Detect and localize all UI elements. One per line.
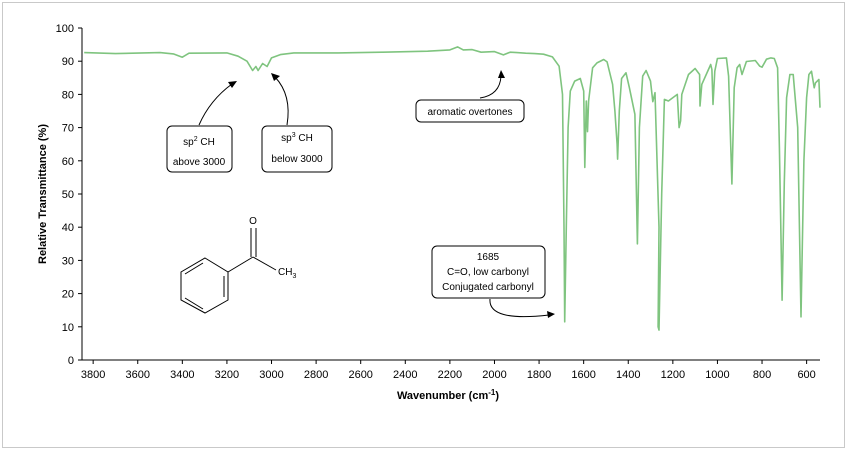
annotation-sp2-box [166, 125, 233, 173]
x-tick-label: 600 [797, 369, 815, 381]
annotation-sp3-line2: below 3000 [271, 154, 323, 165]
x-tick-label: 1800 [527, 369, 551, 381]
x-tick-label: 3800 [81, 369, 105, 381]
x-tick-label: 3600 [125, 369, 149, 381]
y-tick-label: 60 [62, 156, 74, 168]
arrowheads [228, 70, 555, 318]
y-tick-label: 80 [62, 89, 74, 101]
arrow-sp2 [198, 83, 233, 126]
ring-double-bond-3 [184, 262, 204, 275]
x-tick-label: 1000 [705, 369, 729, 381]
y-tick-label: 40 [62, 222, 74, 234]
x-tick-label: 2400 [393, 369, 417, 381]
x-tick-label: 1600 [571, 369, 595, 381]
arrowhead-sp2 [228, 81, 237, 88]
annotation-overtones: aromatic overtones [415, 99, 525, 123]
methyl-bond [252, 256, 277, 271]
arrowhead-carbonyl [547, 311, 555, 318]
series-line [84, 46, 821, 331]
annotation-sp3: sp3 CH below 3000 [261, 125, 333, 173]
atom-label-oxygen: O [249, 216, 257, 227]
annotation-sp3-box [261, 125, 333, 173]
annotation-carbonyl-line1: 1685 [477, 252, 500, 263]
annotation-sp2: sp2 CH above 3000 [166, 125, 233, 173]
acetophenone-structure [180, 228, 277, 314]
tick-labels: 0 10 20 30 40 50 60 70 80 90 100 3800 3600 3400 3200 30… [56, 23, 816, 381]
annotation-overtones-box [415, 99, 525, 123]
y-tick-label: 20 [62, 289, 74, 301]
annotation-carbonyl-box [431, 245, 546, 299]
y-tick-label: 50 [62, 189, 74, 201]
x-axis-title: Wavenumber (cm-1) [397, 388, 499, 402]
annotation-arrows [198, 75, 550, 318]
annotation-sp3-line1: sp3 CH [281, 132, 313, 144]
x-tick-label: 2800 [304, 369, 328, 381]
y-axis-title: Relative Transmittance (%) [37, 124, 49, 264]
annotation-carbonyl: 1685 C=O, low carbonyl Conjugated carbon… [431, 245, 546, 299]
benzene-ring [180, 257, 229, 314]
y-tick-label: 10 [62, 322, 74, 334]
ring-to-carbonyl-bond [227, 256, 254, 273]
atom-label-methyl: CH3 [278, 267, 296, 280]
y-tick-label: 70 [62, 123, 74, 135]
x-tick-label: 800 [753, 369, 771, 381]
x-tick-label: 2600 [348, 369, 372, 381]
x-tick-label: 3200 [215, 369, 239, 381]
x-tick-label: 3000 [259, 369, 283, 381]
annotation-overtones-text: aromatic overtones [427, 107, 512, 118]
annotation-sp2-line1: sp2 CH [183, 136, 215, 148]
arrow-carbonyl [489, 298, 550, 318]
x-tick-label: 2000 [482, 369, 506, 381]
annotation-carbonyl-line2: C=O, low carbonyl [447, 267, 529, 278]
annotation-sp2-line2: above 3000 [173, 157, 226, 168]
y-tick-label: 0 [68, 355, 74, 367]
x-tick-label: 2200 [438, 369, 462, 381]
x-tick-label: 1200 [661, 369, 685, 381]
y-tick-label: 100 [56, 23, 74, 35]
arrowhead-sp3 [271, 73, 280, 81]
arrow-overtones [479, 75, 502, 99]
x-tick-label: 1400 [616, 369, 640, 381]
chart-frame [2, 2, 845, 448]
arrow-sp3 [274, 76, 289, 126]
annotation-carbonyl-line3: Conjugated carbonyl [442, 282, 534, 293]
ring-double-bond-2 [184, 297, 204, 310]
spectrum-series [84, 46, 821, 331]
y-tick-label: 30 [62, 255, 74, 267]
y-tick-label: 90 [62, 56, 74, 68]
x-tick-label: 3400 [170, 369, 194, 381]
arrowhead-overtones [498, 70, 505, 78]
axes [78, 27, 820, 364]
